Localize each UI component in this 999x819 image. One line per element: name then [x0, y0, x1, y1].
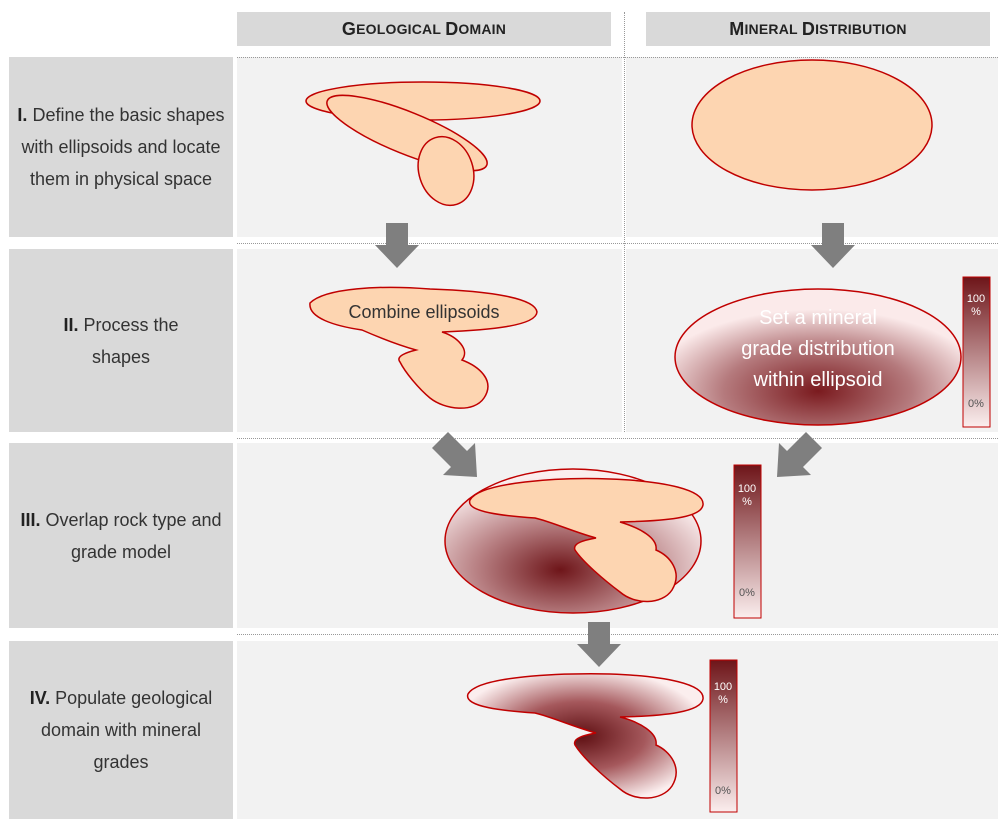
set-grade-line2: grade distribution: [741, 338, 894, 360]
ellipsoid-group: [306, 81, 540, 212]
arrow-down-icon: [577, 622, 621, 667]
grade-scale-max: 100: [967, 293, 985, 305]
arrow-diagonal-icon: [432, 432, 477, 477]
populated-domain-shape: [468, 674, 703, 798]
arrow-down-icon: [375, 223, 419, 268]
arrow-down-icon: [811, 223, 855, 268]
set-grade-line3: within ellipsoid: [753, 369, 883, 391]
grade-scale-max: 100: [738, 483, 756, 495]
grade-scale-min: 0%: [968, 398, 984, 410]
single-ellipsoid: [692, 60, 932, 190]
grade-scale-max: 100: [714, 681, 732, 693]
combine-label: Combine ellipsoids: [348, 302, 499, 322]
arrow-diagonal-icon: [777, 432, 822, 477]
grade-scale-min: 0%: [739, 587, 755, 599]
grade-scale-min: 0%: [715, 785, 731, 797]
grade-scale-max-unit: %: [718, 694, 728, 706]
set-grade-line1: Set a mineral: [759, 307, 877, 329]
grade-scale-max-unit: %: [742, 496, 752, 508]
grade-scale-max-unit: %: [971, 306, 981, 318]
